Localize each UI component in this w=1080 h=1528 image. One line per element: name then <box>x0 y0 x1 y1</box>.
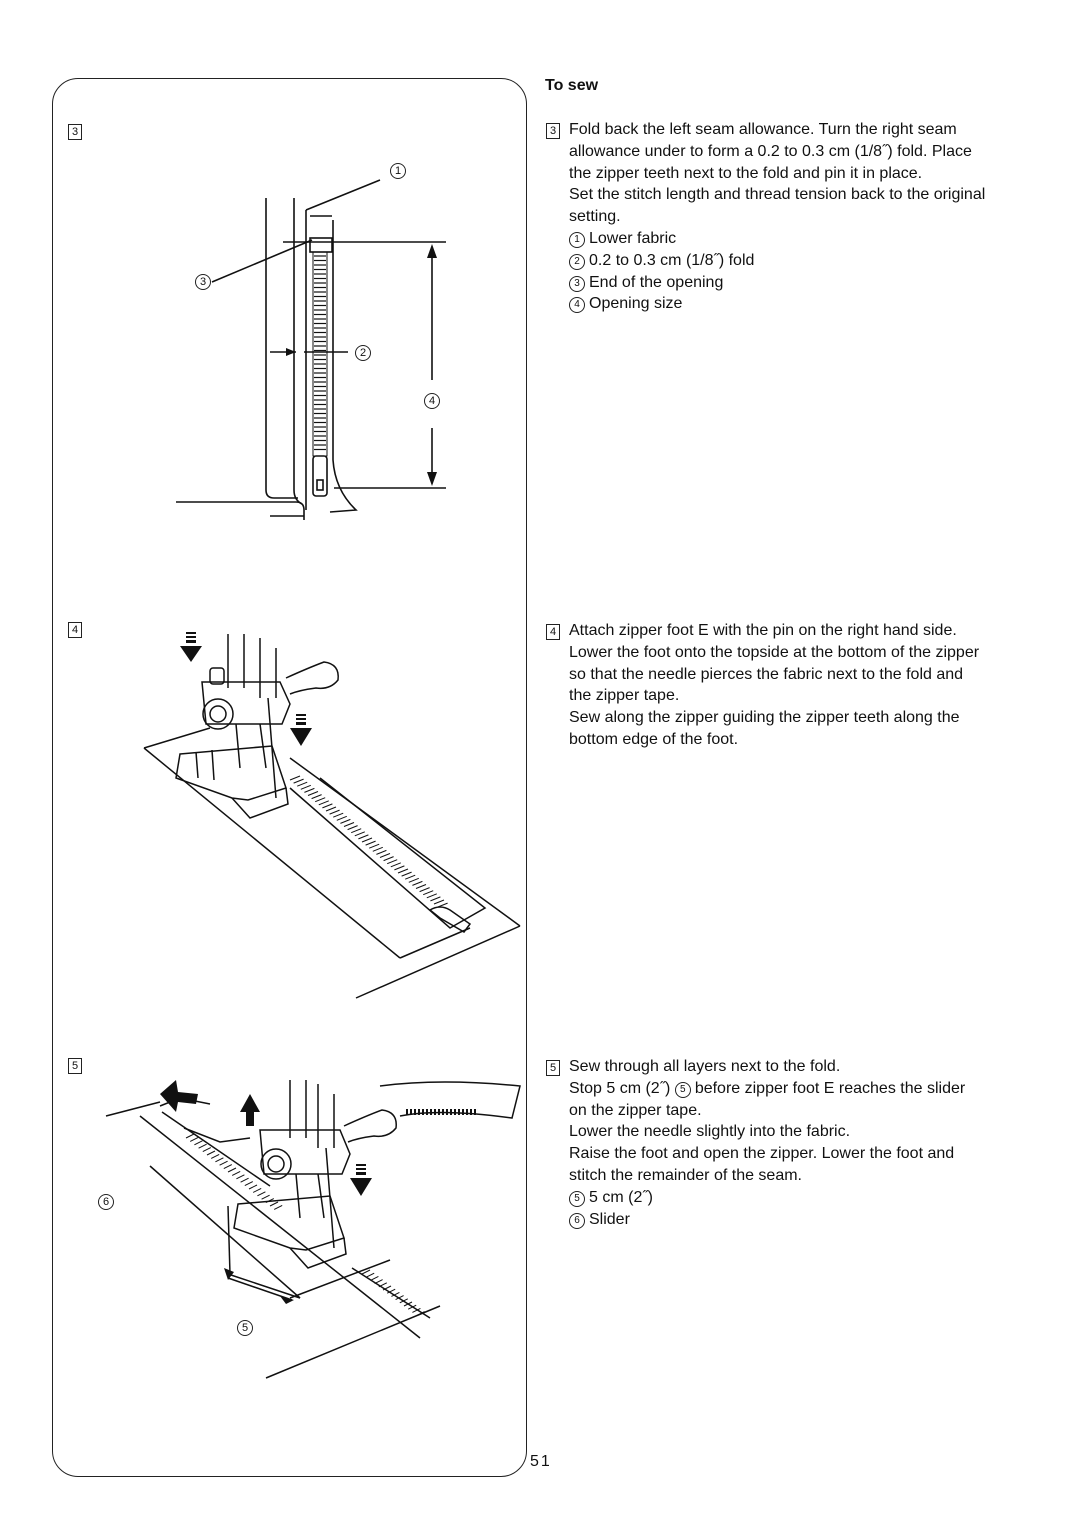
step-5-para-1: Sew through all layers next to the fold. <box>569 1058 841 1075</box>
callout-4: 4 <box>424 393 440 409</box>
callout-5: 5 <box>237 1320 253 1336</box>
step-4-text: 4 Attach zipper foot E with the pin on t… <box>546 620 986 751</box>
step-5-para-4: Raise the foot and open the zipper. Lowe… <box>569 1145 955 1184</box>
attach-zipper-foot-illustration <box>143 632 521 999</box>
page-number: 51 <box>530 1453 552 1470</box>
step-5-number: 5 <box>546 1060 560 1076</box>
step-4-para-1: Attach zipper foot E with the pin on the… <box>569 622 957 639</box>
step-4-para-2: Lower the foot onto the topside at the b… <box>569 643 980 705</box>
zipper-pin-illustration <box>176 179 446 520</box>
callout-1: 1 <box>390 163 406 179</box>
callout-3: 3 <box>195 274 211 290</box>
figure-number-3: 3 <box>68 124 82 140</box>
sew-past-slider-illustration <box>105 1080 521 1379</box>
section-heading: To sew <box>545 77 599 94</box>
figure-number-5: 5 <box>68 1058 82 1074</box>
step-3-para-1: Fold back the left seam allowance. Turn … <box>569 121 972 182</box>
step-4-para-3: Sew along the zipper guiding the zipper … <box>569 709 960 748</box>
figure-number-4: 4 <box>68 622 82 638</box>
step-5-text: 5 Sew through all layers next to the fol… <box>546 1056 986 1230</box>
illustration-panel <box>52 78 527 1477</box>
step-3-text: 3 Fold back the left seam allowance. Tur… <box>546 119 986 315</box>
step-3-para-2: Set the stitch length and thread tension… <box>569 186 986 226</box>
step-3-number: 3 <box>546 123 560 139</box>
callout-2: 2 <box>355 345 371 361</box>
step-4-number: 4 <box>546 624 560 640</box>
step-5-para-3: Lower the needle slightly into the fabri… <box>569 1123 851 1141</box>
callout-6: 6 <box>98 1194 114 1210</box>
